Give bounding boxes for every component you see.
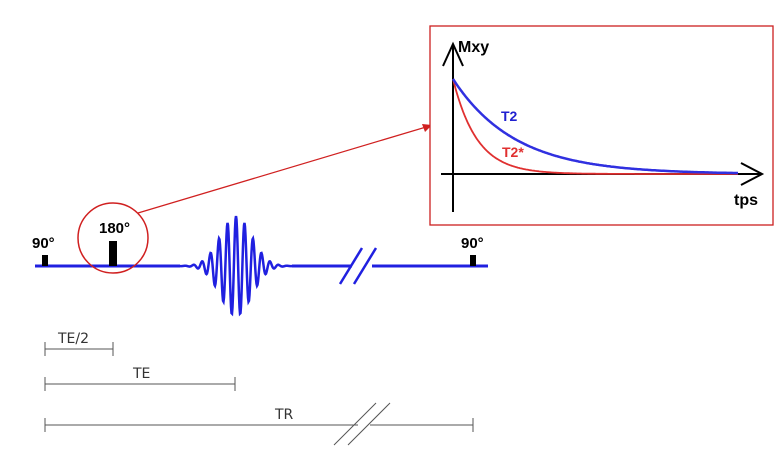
tr-break-mark-2 <box>347 402 391 446</box>
inset-graph: Mxy tps T2 T2* <box>429 25 774 226</box>
t2-curve-label: T2 <box>501 108 518 124</box>
te-bracket: TE <box>44 366 236 391</box>
highlight-circle <box>77 202 149 274</box>
timing-brackets: TE/2 TE TR <box>44 331 474 446</box>
rf-pulses: 90° 180° 90° <box>32 220 484 266</box>
tr-label: TR <box>274 407 294 423</box>
te-label: TE <box>132 366 150 382</box>
tr-break-mark-1 <box>333 402 377 446</box>
time-break-marks <box>338 247 378 285</box>
pulse-sequence <box>35 215 488 317</box>
zoom-callout <box>77 124 432 274</box>
inset-border <box>429 25 774 226</box>
t2star-curve-label: T2* <box>502 144 524 160</box>
zoom-line <box>137 126 427 214</box>
echo-signal <box>178 215 292 317</box>
pulse-label-180: 180° <box>99 220 130 237</box>
x-axis-label: tps <box>734 192 758 209</box>
te-half-label: TE/2 <box>57 331 89 347</box>
x-axis-arrow <box>740 162 765 186</box>
y-axis-label: Mxy <box>458 39 489 56</box>
t2star-decay-curve <box>452 78 738 175</box>
tr-bracket: TR <box>44 402 474 446</box>
te-half-bracket: TE/2 <box>44 331 114 356</box>
pulse-label-90-second: 90° <box>461 235 484 252</box>
pulse-label-90-first: 90° <box>32 235 55 252</box>
y-axis-arrow <box>442 41 464 67</box>
pulse-90-first <box>42 255 48 266</box>
pulse-90-second <box>470 255 476 266</box>
pulse-180 <box>109 241 117 266</box>
t2-decay-curve <box>451 78 738 175</box>
